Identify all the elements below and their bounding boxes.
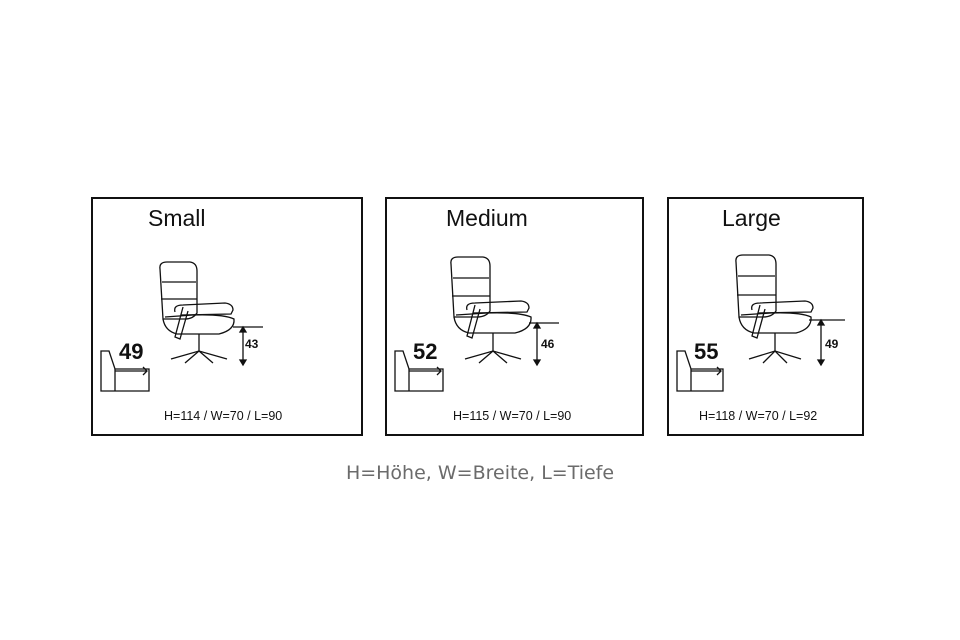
- recliner-chair-icon: [735, 254, 845, 367]
- recliner-chair-icon: [159, 261, 263, 367]
- side-profile-chair-icon: [100, 350, 150, 392]
- seat-height-label: 46: [541, 337, 555, 351]
- side-profile-chair-icon: [394, 350, 444, 392]
- size-title: Small: [148, 205, 206, 231]
- side-profile-chair-icon: [676, 350, 724, 392]
- panel-small: Small 49 43 H=114 / W=70 / L=9: [91, 197, 363, 436]
- legend-text: H=Höhe, W=Breite, L=Tiefe: [345, 462, 615, 484]
- seat-depth-label: 49: [119, 339, 144, 364]
- panel-large: Large 55 49 H=118 / W=70 / L=9: [667, 197, 864, 436]
- seat-height-label: 43: [245, 337, 259, 351]
- seat-height-label: 49: [825, 337, 839, 351]
- dimensions-text: H=115 / W=70 / L=90: [453, 409, 572, 423]
- seat-depth-label: 55: [694, 339, 719, 364]
- dimensions-text: H=114 / W=70 / L=90: [164, 409, 283, 423]
- panel-medium: Medium 52 46 H=115 / W=70 / L=: [385, 197, 644, 436]
- dimensions-text: H=118 / W=70 / L=92: [699, 409, 818, 423]
- size-title: Large: [722, 205, 781, 231]
- recliner-chair-icon: [450, 256, 559, 367]
- seat-depth-label: 52: [413, 339, 438, 364]
- size-title: Medium: [446, 205, 528, 231]
